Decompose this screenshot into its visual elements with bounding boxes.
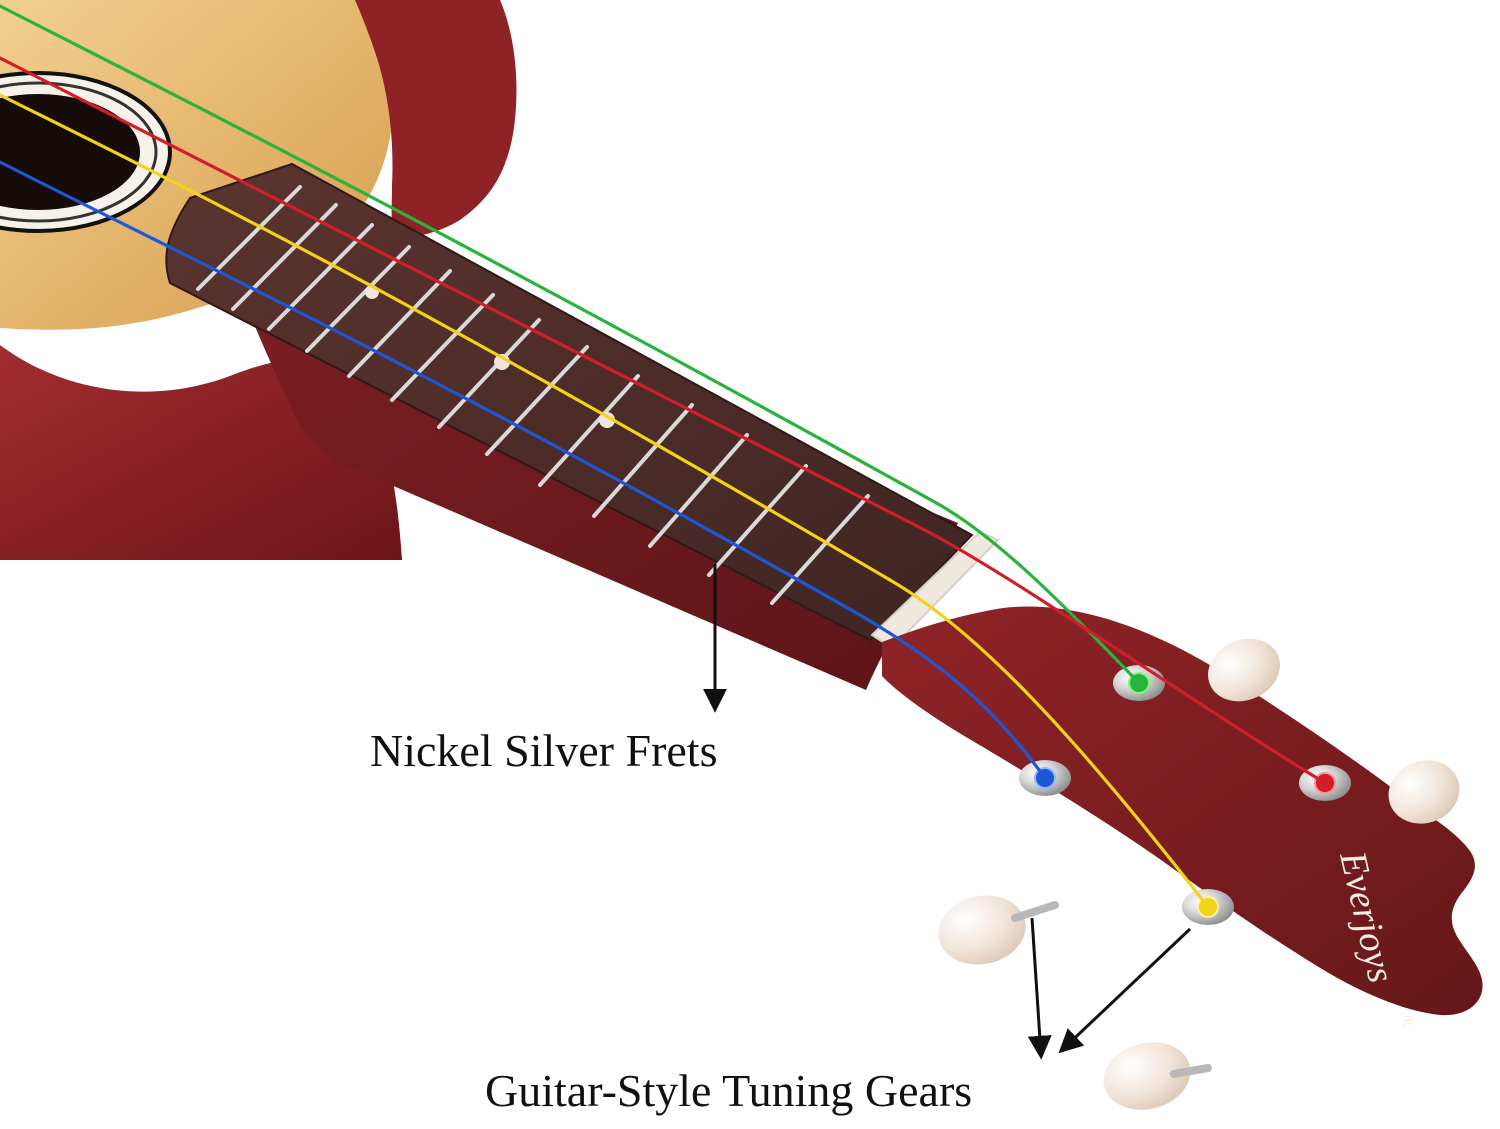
frets-label: Nickel Silver Frets [370, 725, 718, 776]
tuner-key-bottom [1103, 1042, 1191, 1110]
gears-arrow-left [1027, 917, 1052, 1060]
strings [0, 4, 1327, 909]
string-red [0, 56, 1327, 785]
string-blue [0, 160, 1047, 780]
ukulele-body-rim [355, 0, 517, 238]
string-green [0, 4, 1141, 685]
gears-label: Guitar-Style Tuning Gears [485, 1065, 973, 1116]
headstock [882, 606, 1483, 1016]
tuner-key-left-bottom [938, 895, 1026, 965]
gears-arrow-right [1058, 927, 1192, 1054]
string-yellow [0, 93, 1210, 909]
callout-arrows [703, 564, 1192, 1060]
tuning-gear-keys [938, 638, 1460, 1110]
fret-set [196, 185, 870, 605]
tuner-key-top-right [1208, 638, 1280, 702]
brand-registered-mark: ® [1396, 1013, 1419, 1031]
tuner-key-mid-right [1388, 760, 1460, 824]
sound-hole-ring-mid [0, 81, 158, 223]
tuning-gear-shafts [1011, 901, 1212, 1078]
